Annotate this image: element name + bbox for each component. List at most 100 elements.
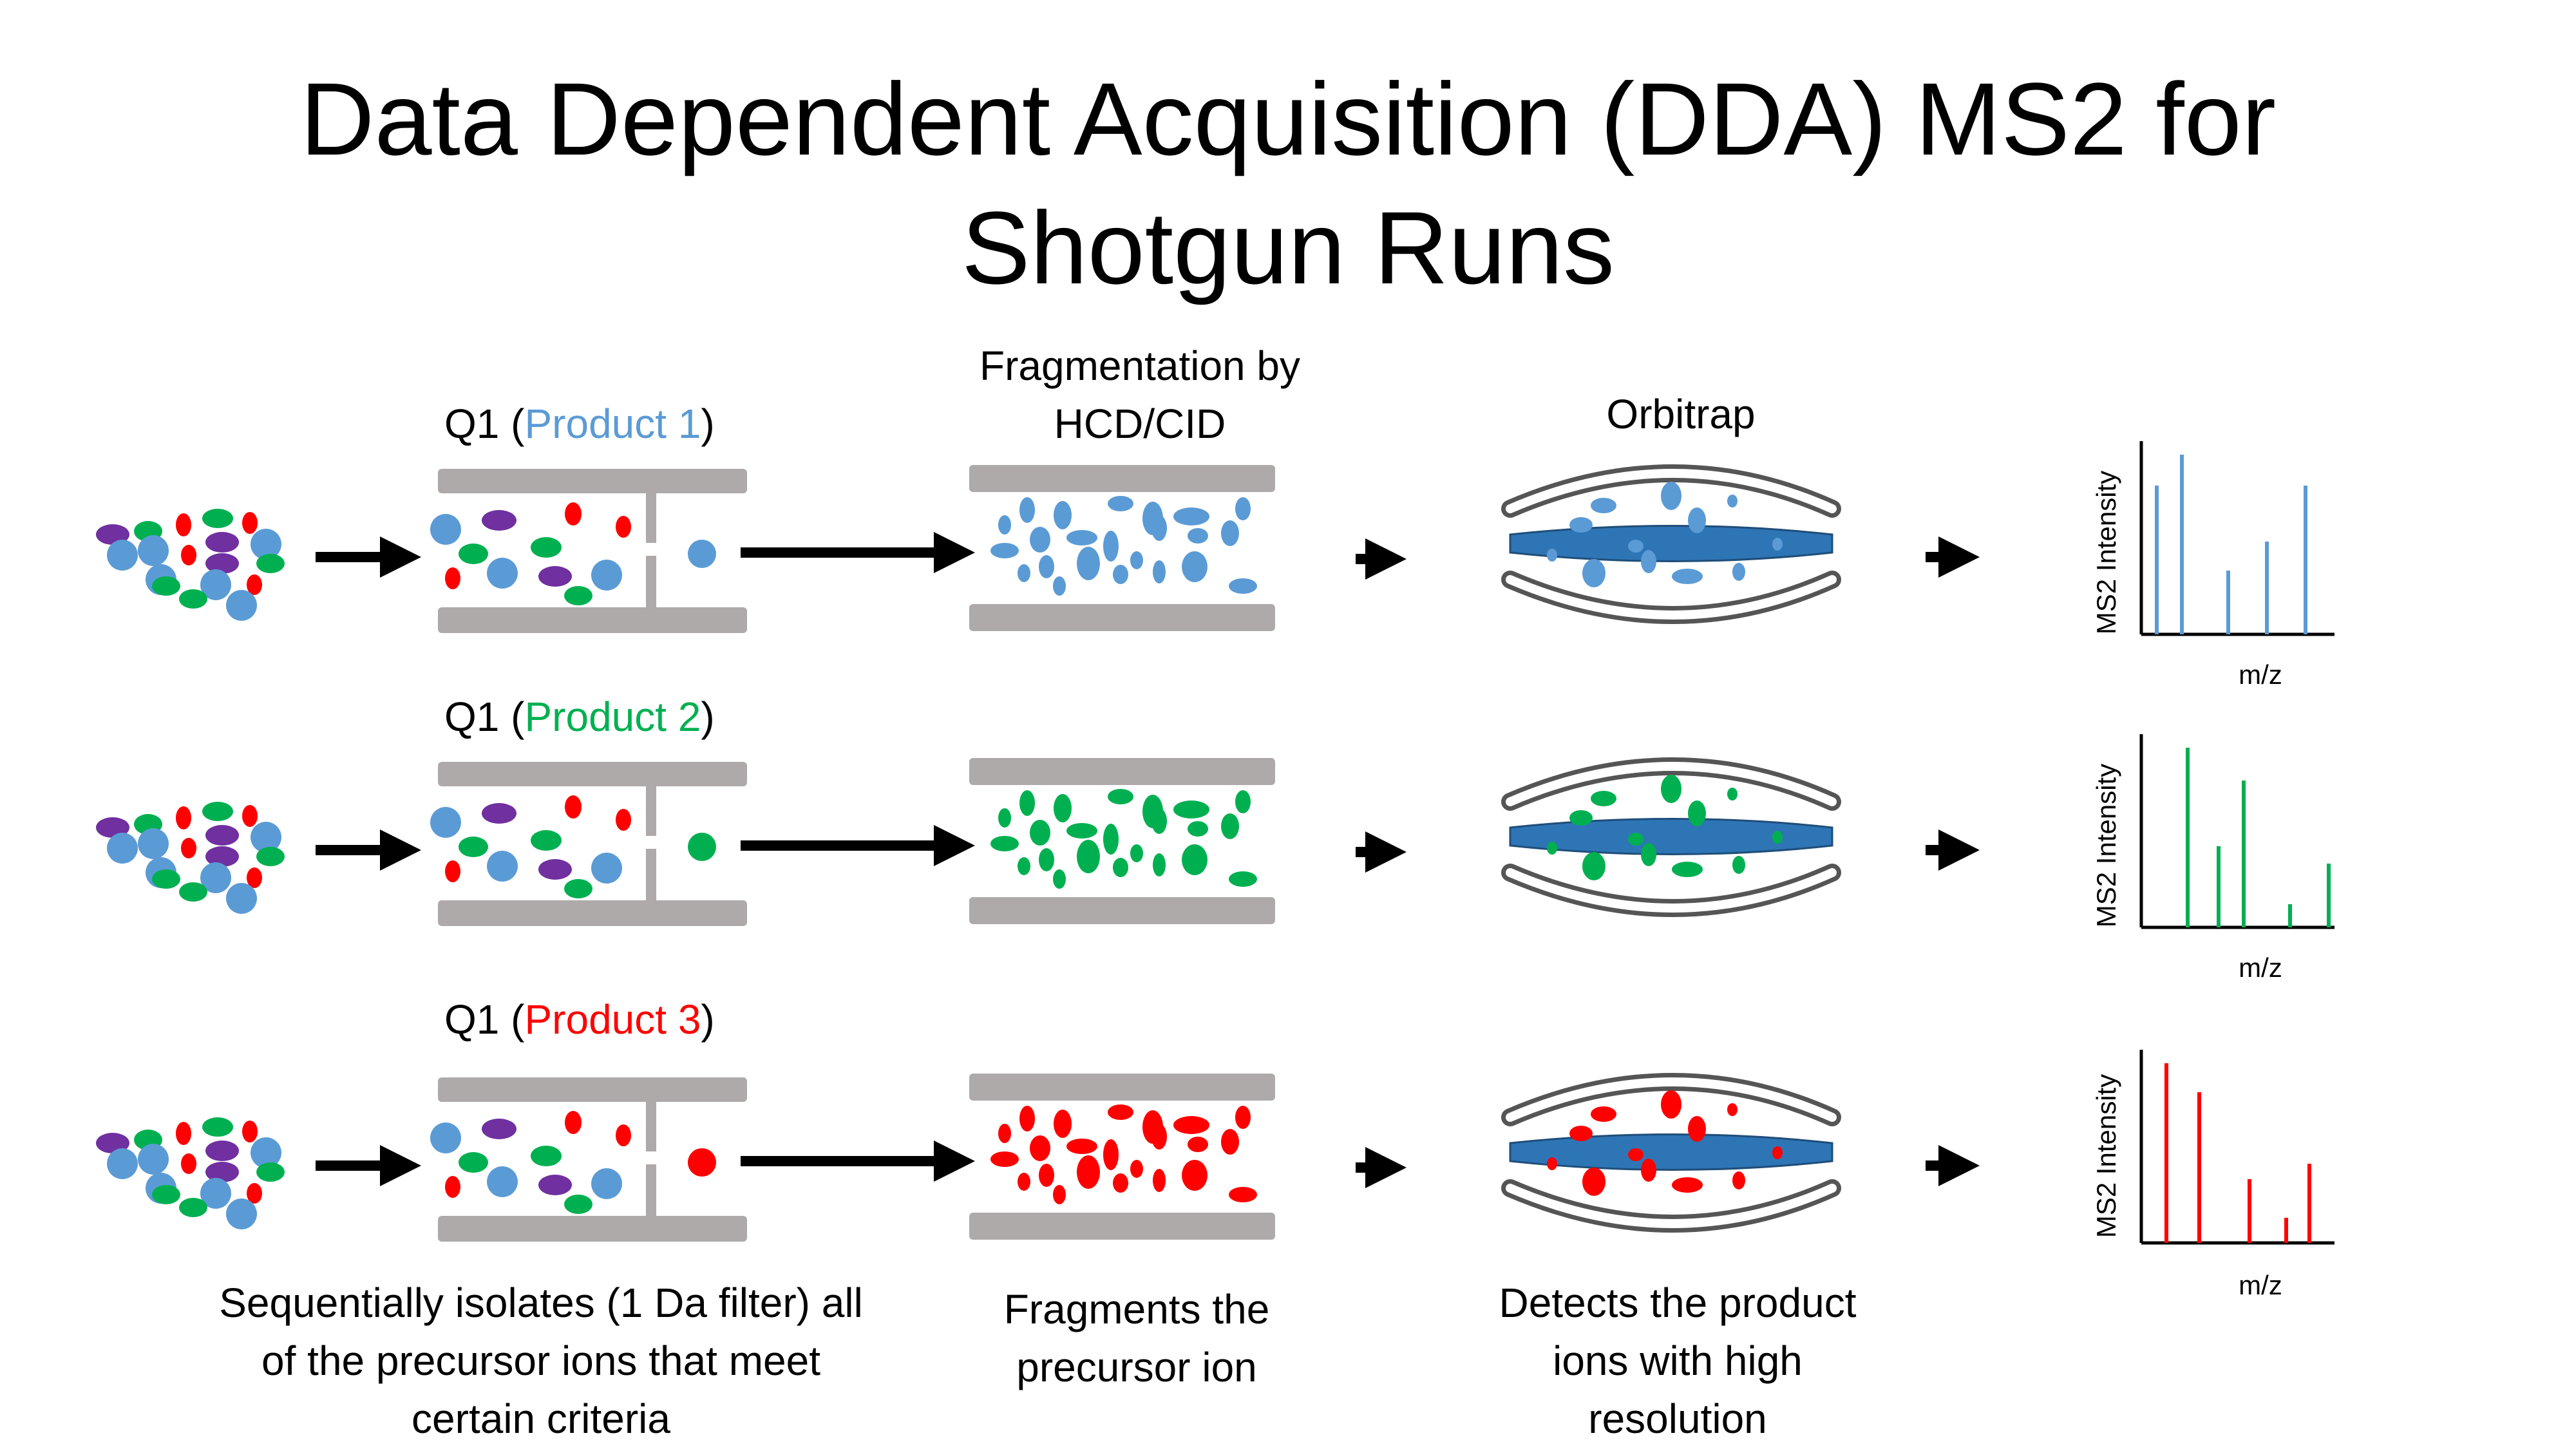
orbiting-ion (1582, 852, 1605, 880)
fragment-ion (1077, 1155, 1100, 1189)
fragment-ion (1229, 1187, 1257, 1202)
blue-ion (107, 540, 138, 571)
q1-aperture-upper (646, 1102, 656, 1151)
fragment-ion (1188, 1137, 1208, 1152)
q1-top-plate (438, 762, 747, 786)
blue-ion (251, 1137, 281, 1168)
fragment-ion (1130, 1160, 1143, 1178)
q1-aperture-upper (646, 493, 656, 543)
fragment-ion (1151, 1124, 1167, 1150)
red-ion (181, 838, 196, 858)
orbitrap-outer-electrode-top-inner (1506, 762, 1837, 806)
fragment-ion (1103, 824, 1119, 855)
green-ion (152, 1185, 180, 1204)
purple-ion (96, 524, 129, 545)
q1-prefix: Q1 ( (444, 996, 524, 1043)
purple-ion (205, 1162, 239, 1182)
blue-ion (107, 833, 138, 864)
blue-ion (430, 1122, 461, 1153)
orbiting-ion (1727, 788, 1738, 800)
blue-ion (591, 560, 622, 591)
fragment-ion (1108, 1104, 1133, 1120)
blue-ion (138, 828, 169, 859)
green-ion (531, 1146, 562, 1166)
orbitrap-analyzer (1501, 757, 1841, 917)
fragment-ion (1188, 528, 1208, 544)
blue-ion (226, 590, 257, 621)
selected-precursor-ion (688, 833, 716, 861)
fragment-ion (1039, 1164, 1054, 1187)
red-ion (242, 1121, 258, 1142)
fragmentation-top-plate (969, 758, 1275, 785)
orbiting-ion (1672, 1177, 1703, 1193)
spectrum-xlabel: m/z (2239, 952, 2282, 983)
q1-bottom-plate (438, 1216, 747, 1242)
q1-product-label: Product 1 (524, 401, 701, 447)
green-ion (256, 847, 285, 866)
fragment-ion (1018, 564, 1030, 582)
orbiting-ion (1732, 856, 1745, 874)
row-product-2: Q1 (Product 2) MS2 Intensity m/z (96, 694, 2334, 983)
fragment-ion (1229, 578, 1257, 594)
purple-ion (96, 1133, 129, 1153)
q1-bottom-plate (438, 607, 747, 633)
fragment-ion (1103, 1139, 1119, 1170)
orbitrap-outer-electrode-bottom-inner (1506, 575, 1837, 620)
q1-top-plate (438, 1077, 747, 1102)
orbiting-ion (1591, 1106, 1616, 1122)
fragment-ion (998, 515, 1011, 535)
red-ion (616, 809, 631, 831)
green-ion (152, 576, 180, 596)
row-product-1: Q1 (Product 1) MS2 Intensity m/z (96, 401, 2334, 690)
green-ion (179, 882, 207, 902)
fragmentation-caption-line-2: precursor ion (1016, 1344, 1257, 1390)
q1-suffix: ) (701, 401, 714, 447)
fragment-ion (1108, 496, 1133, 511)
red-ion (176, 513, 191, 536)
fragment-ion (1188, 821, 1208, 837)
fragment-ion (1173, 1116, 1209, 1134)
fragment-ion (1054, 1110, 1072, 1138)
orbitrap-outer-electrode-bottom-inner (1506, 868, 1837, 913)
red-ion (616, 516, 631, 538)
fragment-ion (1113, 858, 1128, 877)
orbiting-ion (1732, 563, 1745, 581)
fragment-ion (1153, 1169, 1166, 1192)
fragment-ion (1030, 1135, 1050, 1161)
blue-ion (226, 883, 257, 914)
fragment-ion (998, 1124, 1011, 1143)
fragment-ion (1173, 800, 1209, 819)
fragment-ion (1066, 823, 1097, 838)
orbiting-ion (1628, 540, 1643, 553)
purple-ion (482, 803, 516, 824)
red-ion (176, 806, 191, 829)
green-ion (179, 1198, 207, 1217)
red-ion (181, 1153, 196, 1174)
orbitrap-header: Orbitrap (1606, 391, 1755, 437)
fragmentation-bottom-plate (969, 1213, 1275, 1240)
orbitrap-caption-line-3: resolution (1588, 1396, 1767, 1442)
fragment-ion (998, 808, 1011, 828)
red-ion (176, 1122, 191, 1145)
red-ion (242, 512, 258, 534)
purple-ion (205, 532, 239, 553)
green-ion (564, 586, 592, 605)
fragment-ion (1103, 531, 1119, 562)
spectrum-ylabel: MS2 Intensity (2091, 471, 2121, 634)
q1-caption-line-2: of the precursor ions that meet (261, 1338, 820, 1384)
orbitrap-caption-line-1: Detects the product (1499, 1280, 1857, 1326)
red-ion (616, 1124, 631, 1146)
fragment-ion (1053, 1185, 1066, 1204)
red-ion (181, 545, 196, 565)
q1-caption-line-1: Sequentially isolates (1 Da filter) all (219, 1280, 863, 1326)
fragmentation-caption-line-1: Fragments the (1004, 1286, 1270, 1332)
fragment-ion (1221, 1129, 1239, 1155)
diagram-title-line-1: Data Dependent Acquisition (DDA) MS2 for (300, 61, 2276, 176)
red-ion (242, 805, 258, 827)
fragment-ion (990, 1151, 1019, 1167)
fragment-ion (990, 543, 1019, 558)
blue-ion (430, 514, 461, 545)
orbiting-ion (1582, 559, 1605, 587)
green-ion (531, 537, 562, 558)
